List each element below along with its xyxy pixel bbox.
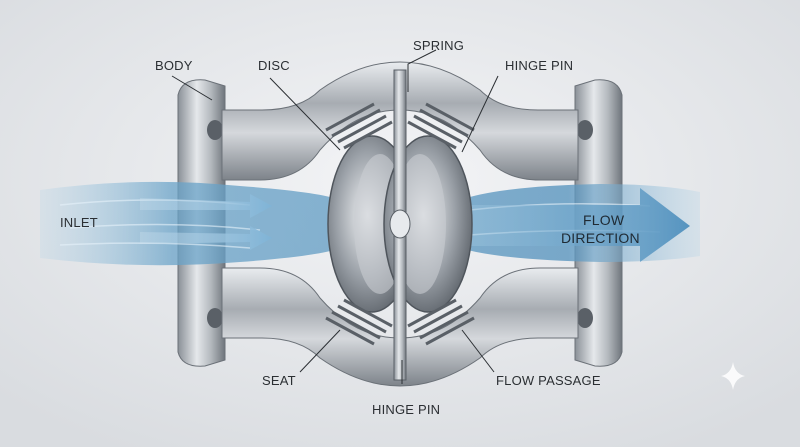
flow-direction-arrow — [470, 188, 690, 262]
inlet-arrows — [140, 194, 272, 250]
spring-upper-left — [325, 102, 393, 150]
label-flow-passage: FLOW PASSAGE — [496, 373, 601, 388]
label-hinge-pin-bottom: HINGE PIN — [372, 402, 440, 417]
sparkle-icon — [721, 362, 745, 390]
label-hinge-pin-top: HINGE PIN — [505, 58, 573, 73]
spring-upper-right — [407, 102, 475, 150]
label-direction: DIRECTION — [561, 230, 640, 246]
label-body: BODY — [155, 58, 193, 73]
spring-lower-right — [407, 298, 475, 346]
label-spring: SPRING — [413, 38, 464, 53]
leader-lines — [171, 49, 499, 384]
spring-lower-left — [325, 298, 393, 346]
label-seat: SEAT — [262, 373, 296, 388]
label-inlet: INLET — [60, 215, 98, 230]
label-disc: DISC — [258, 58, 290, 73]
label-flow: FLOW — [583, 212, 625, 228]
